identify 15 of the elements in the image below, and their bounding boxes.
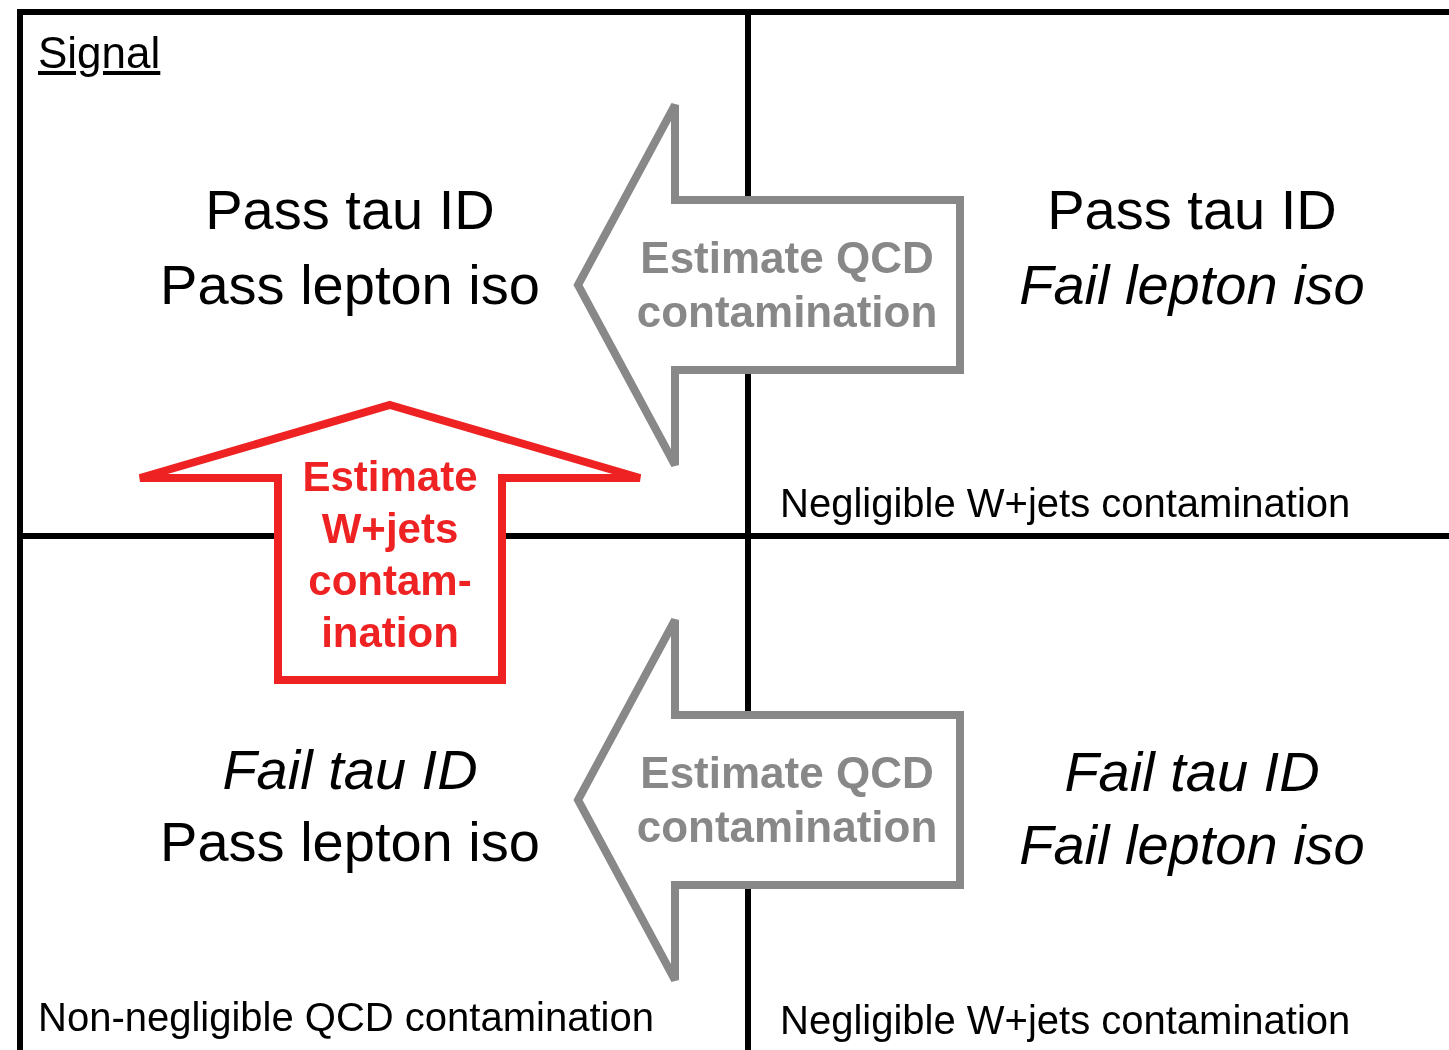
region-label: Fail tau ID xyxy=(1064,739,1320,805)
region-label: Fail tau ID xyxy=(222,737,478,803)
edge-label: Estimate QCD contamination xyxy=(635,231,939,339)
region-label: Pass tau ID xyxy=(205,177,495,243)
edge-label: Estimate QCD contamination xyxy=(635,746,939,854)
note: Non-negligible QCD contamination xyxy=(38,994,654,1040)
note: Negligible W+jets contamination xyxy=(780,997,1351,1043)
region-label: Pass lepton iso xyxy=(160,252,540,318)
region-label: Pass lepton iso xyxy=(160,809,540,875)
region-label: Fail lepton iso xyxy=(1019,812,1365,878)
edge-label: Estimate W+jets contam- ination xyxy=(301,452,479,659)
heading: Signal xyxy=(38,27,161,79)
region-label: Pass tau ID xyxy=(1047,177,1337,243)
region-label: Fail lepton iso xyxy=(1019,252,1365,318)
note: Negligible W+jets contamination xyxy=(780,480,1351,526)
